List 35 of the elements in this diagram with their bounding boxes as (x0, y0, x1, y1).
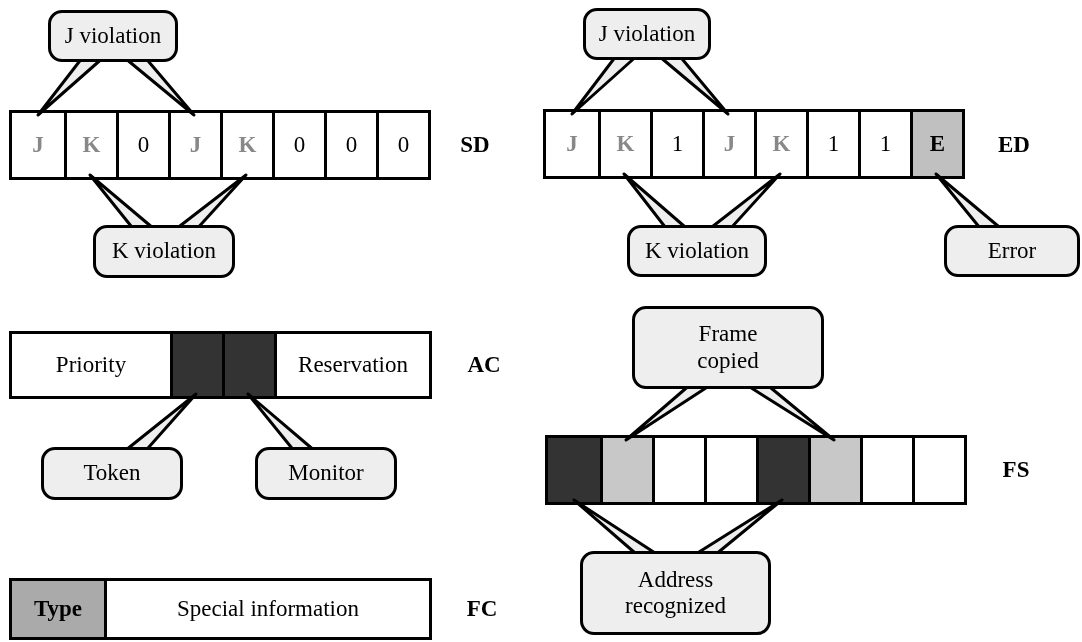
field-cell: 1 (806, 112, 858, 176)
bit-cell (808, 438, 860, 502)
callout-bubble: K violation (627, 225, 767, 277)
field-label: SD (460, 132, 490, 158)
field-cell: Type (12, 581, 104, 637)
field-cell: 0 (116, 113, 168, 177)
field-cell: Reservation (274, 334, 429, 396)
field-cell: 0 (272, 113, 324, 177)
field-cell: 1 (650, 112, 702, 176)
field-bar (9, 110, 431, 180)
bit-cell (600, 438, 652, 502)
field-bar (545, 435, 967, 505)
field-cell: Priority (12, 334, 170, 396)
field-label: FS (1002, 457, 1030, 483)
callout-bubble: Error (944, 225, 1080, 277)
field-cell: 0 (324, 113, 376, 177)
field-label: ED (998, 132, 1030, 158)
bit-cell (170, 334, 222, 396)
field-label: AC (467, 352, 501, 378)
field-label: FC (466, 596, 498, 622)
bit-cell (548, 438, 600, 502)
field-bar (9, 331, 432, 399)
callout-bubble: Token (41, 447, 183, 500)
callout-bubble: J violation (48, 10, 178, 62)
callout-bubble: Monitor (255, 447, 397, 500)
bit-cell (222, 334, 274, 396)
field-cell: J (546, 112, 598, 176)
field-bar (9, 578, 432, 640)
field-cell: E (910, 112, 962, 176)
bit-cell (756, 438, 808, 502)
field-cell: J (12, 113, 64, 177)
field-bar (543, 109, 965, 179)
field-cell: 0 (376, 113, 428, 177)
field-cell: Special information (104, 581, 429, 637)
callout-bubble: J violation (583, 8, 711, 60)
